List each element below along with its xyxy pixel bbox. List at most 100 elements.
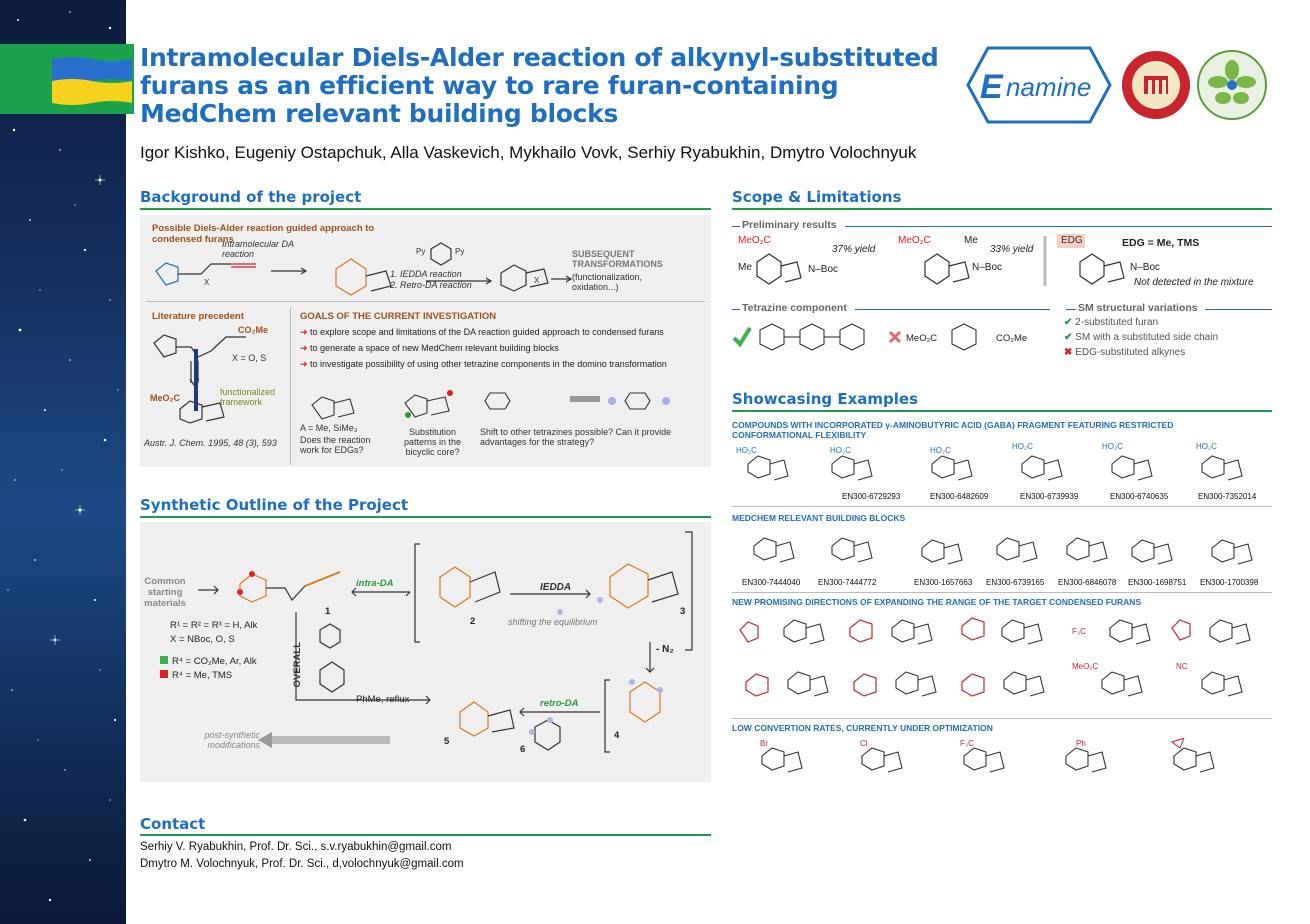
edg-question: Does the reaction work for EDGs? (300, 435, 371, 455)
common-materials-label: Common starting materials (144, 576, 186, 609)
gaba-ho2c-6: HO₂C (1196, 442, 1217, 451)
svg-text:X: X (534, 276, 540, 285)
goal-item: ➜ to investigate possibility of using ot… (300, 359, 667, 369)
check-icon: ✔ (1064, 317, 1076, 328)
showcase-divider-3 (732, 718, 1272, 719)
background-panel: Possible Diels-Alder reaction guided app… (140, 215, 711, 467)
enamine-logo-icon: E namine (966, 46, 1112, 124)
medchem-structures (753, 537, 1253, 565)
background-rule (140, 208, 711, 210)
medchem-caption: MEDCHEM RELEVANT BUILDING BLOCKS (732, 513, 906, 523)
nboc-prelim-2: N–Boc (972, 262, 1003, 273)
nboc-prelim-3: N–Boc (1130, 262, 1161, 273)
gaba-code-3: EN300-6739939 (1020, 492, 1079, 501)
contact-line-volochnyuk: Dmytro M. Volochnyuk, Prof. Dr. Sci., d,… (140, 858, 464, 870)
edg-tag: EDG (1061, 235, 1083, 246)
edg-equation: EDG = Me, TMS (1122, 237, 1200, 249)
medchem-code-1: EN300-7444040 (742, 578, 801, 587)
minus-n2-label: - N₂ (656, 644, 674, 655)
post-synthetic-label: post-synthetic modifications (204, 730, 260, 750)
medchem-code-5: EN300-6846078 (1058, 578, 1117, 587)
starfield-background (0, 0, 126, 924)
goals-scheme (311, 390, 670, 420)
showcase-heading: Showcasing Examples (732, 390, 919, 408)
meo2c-prelim-2: MeO₂C (898, 235, 931, 246)
tetrazine-rule-left (732, 309, 740, 310)
preliminary-rule-left (732, 226, 740, 227)
f3c-label: F₃C (1072, 627, 1086, 636)
citation: Austr. J. Chem. 1995, 48 (3), 593 (144, 438, 277, 448)
preliminary-subheading: Preliminary results (742, 219, 837, 231)
approach-title: Possible Diels-Alder reaction guided app… (152, 223, 375, 245)
conditions-label: PhMe, reflux (356, 694, 410, 705)
university-seal-icon (1122, 51, 1190, 119)
ukraine-flag-icon (52, 57, 132, 105)
sm-variations-subheading: SM structural variations (1078, 302, 1198, 314)
panel-divider (146, 301, 705, 302)
new-directions-caption: NEW PROMISING DIRECTIONS OF EXPANDING TH… (732, 597, 1142, 607)
nboc-prelim-1: N–Boc (808, 264, 839, 275)
variation-item: ✔ SM with a substituted side chain (1064, 332, 1219, 343)
meo2c-prelim-1: MeO₂C (738, 235, 771, 246)
r-equation: R¹ = R² = R³ = H, Alk (170, 620, 258, 631)
meo2c-label: MeO₂C (150, 393, 181, 403)
compound-1-label: 1 (325, 606, 331, 617)
not-detected-label: Not detected in the mixture (1134, 277, 1254, 288)
intra-da-arrow-label: intra-DA (356, 578, 394, 589)
gaba-ho2c-4: HO₂C (1012, 442, 1033, 451)
approach-scheme: Py Py X X (155, 242, 573, 296)
sm-variations-list: ✔ 2-substituted furan ✔ SM with a substi… (1064, 317, 1274, 358)
iedda-arrow-label: IEDDA (540, 582, 572, 593)
green-square-icon (160, 656, 168, 664)
showcase-rule (732, 410, 1272, 412)
subsequent-label: SUBSEQUENT TRANSFORMATIONS (572, 249, 663, 269)
retro-da-arrow-label: retro-DA (540, 698, 579, 709)
goal-item: ➜ to explore scope and limitations of th… (300, 327, 664, 337)
literature-scheme (153, 334, 246, 424)
literature-title: Literature precedent (152, 311, 244, 322)
goals-title: GOALS OF THE CURRENT INVESTIGATION (300, 311, 497, 322)
intra-da-label: Intramolecular DA reaction (222, 239, 294, 259)
gaba-ho2c-5: HO₂C (1102, 442, 1123, 451)
svg-text:namine: namine (1006, 72, 1091, 102)
gaba-structures (747, 455, 1243, 481)
yield-33: 33% yield (990, 244, 1034, 255)
cl-label: Cl (860, 739, 868, 748)
poster-title: Intramolecular Diels-Alder reaction of a… (140, 43, 939, 128)
br-label: Br (760, 739, 768, 748)
svg-text:Py: Py (416, 247, 425, 256)
me-prelim-1: Me (738, 262, 752, 273)
r4-red-equation: R⁴ = Me, TMS (160, 670, 232, 681)
tetrazine-rule-right (855, 309, 1050, 310)
red-square-icon (160, 670, 168, 678)
f3c-low-label: F₃C (960, 739, 974, 748)
sm-rule-left (1066, 309, 1076, 310)
gaba-ho2c-3: HO₂C (930, 446, 951, 455)
a-equation: A = Me, SiMe₃ (300, 423, 358, 433)
x-equation-synthetic: X = NBoc, O, S (170, 634, 235, 645)
gaba-code-4: EN300-6740635 (1110, 492, 1169, 501)
synthetic-panel: Common starting materials (140, 522, 711, 782)
gaba-code-5: EN300-7352014 (1198, 492, 1257, 501)
variation-item: ✔ 2-substituted furan (1064, 317, 1158, 328)
medchem-code-2: EN300-7444772 (818, 578, 877, 587)
medchem-code-7: EN300-1700398 (1200, 578, 1259, 587)
low-conversion-caption: LOW CONVERTION RATES, CURRENTLY UNDER OP… (732, 723, 993, 733)
compound-6-label: 6 (520, 744, 526, 755)
gaba-caption: COMPOUNDS WITH INCORPORATED γ-AMINOBUTYR… (732, 420, 1174, 440)
compound-5-label: 5 (444, 736, 450, 747)
new-directions-structures (739, 617, 1251, 697)
x-equation: X = O, S (232, 353, 267, 363)
contact-line-ryabukhin: Serhiy V. Ryabukhin, Prof. Dr. Sci., s.v… (140, 841, 452, 853)
compound-2-label: 2 (470, 616, 476, 627)
gaba-code-2: EN300-6482609 (930, 492, 989, 501)
variation-item: ✖ EDG-substituted alkynes (1064, 347, 1186, 358)
scope-heading: Scope & Limitations (732, 188, 902, 206)
compound-4-label: 4 (614, 730, 620, 741)
contact-heading: Contact (140, 815, 206, 833)
functionalized-label: functionalized framework (220, 387, 276, 407)
overall-label: OVERALL (292, 642, 303, 688)
retro-da-label: 2. Retro-DA reaction (390, 280, 472, 290)
preliminary-structures (756, 234, 1125, 286)
cross-icon: ✖ (1064, 347, 1076, 358)
